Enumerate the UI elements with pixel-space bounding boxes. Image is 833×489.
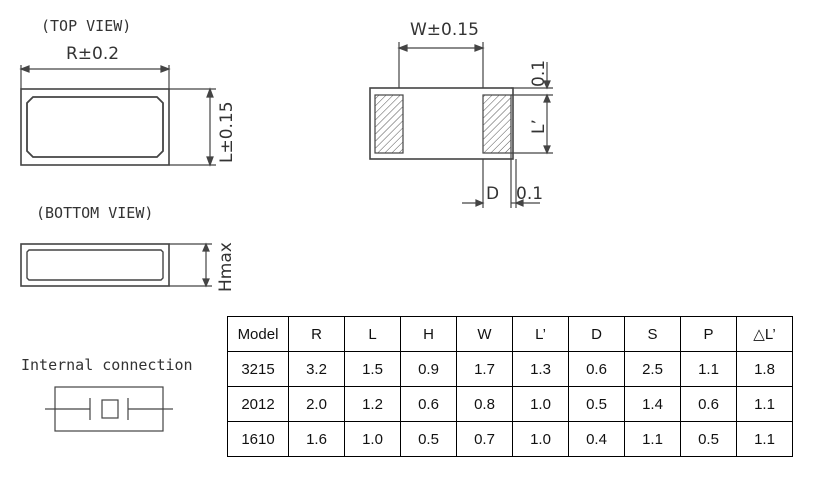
table-cell: 1.3 bbox=[512, 351, 569, 387]
table-cell: 1.6 bbox=[288, 421, 345, 457]
table-header-cell: L’ bbox=[512, 316, 569, 352]
table-row: 2012 2.0 1.2 0.6 0.8 1.0 0.5 1.4 0.6 1.1 bbox=[227, 386, 793, 422]
dim-l-arrow bbox=[169, 87, 216, 167]
table-header-cell: P bbox=[680, 316, 737, 352]
dim-d-label: D bbox=[486, 184, 500, 204]
table-row: 1610 1.6 1.0 0.5 0.7 1.0 0.4 1.1 0.5 1.1 bbox=[227, 421, 793, 457]
dim-r-label: R±0.2 bbox=[66, 44, 120, 64]
table-cell: 1.8 bbox=[736, 351, 793, 387]
table-cell: 2.5 bbox=[624, 351, 681, 387]
table-header-cell: L bbox=[344, 316, 401, 352]
top-view-label: (TOP VIEW) bbox=[41, 17, 132, 35]
dim-w-label: W±0.15 bbox=[410, 20, 479, 40]
table-cell: 1.2 bbox=[344, 386, 401, 422]
table-cell: 1.5 bbox=[344, 351, 401, 387]
table-cell: 0.9 bbox=[400, 351, 457, 387]
dim-r-arrow bbox=[19, 65, 171, 89]
dim-w-arrow bbox=[397, 42, 485, 88]
crystal-symbol bbox=[45, 386, 173, 432]
bottom-view-label: (BOTTOM VIEW) bbox=[36, 204, 154, 222]
spec-table: Model R L H W L’ D S P △L’ 3215 3.2 1.5 … bbox=[227, 316, 793, 457]
table-cell: 1.4 bbox=[624, 386, 681, 422]
table-cell: 0.6 bbox=[568, 351, 625, 387]
table-cell: 0.5 bbox=[568, 386, 625, 422]
table-header-cell: R bbox=[288, 316, 345, 352]
table-cell: 0.5 bbox=[680, 421, 737, 457]
table-header-cell: Model bbox=[227, 316, 289, 352]
dim-d-arrow bbox=[462, 153, 540, 208]
table-header-row: Model R L H W L’ D S P △L’ bbox=[227, 316, 793, 352]
pad-view-package bbox=[369, 87, 514, 160]
table-cell: 0.5 bbox=[400, 421, 457, 457]
table-header-cell: S bbox=[624, 316, 681, 352]
table-cell: 1.1 bbox=[736, 386, 793, 422]
table-header-cell: H bbox=[400, 316, 457, 352]
table-cell: 0.7 bbox=[456, 421, 513, 457]
dim-lprime-arrow bbox=[511, 62, 553, 155]
table-cell: 1.0 bbox=[344, 421, 401, 457]
table-cell: 0.8 bbox=[456, 386, 513, 422]
table-cell: 1610 bbox=[227, 421, 289, 457]
table-cell: 2.0 bbox=[288, 386, 345, 422]
dim-gap-bottom-label: 0.1 bbox=[516, 184, 544, 204]
top-view-package bbox=[20, 88, 170, 166]
table-cell: 0.6 bbox=[680, 386, 737, 422]
internal-connection-label: Internal connection bbox=[21, 356, 193, 374]
table-cell: 1.1 bbox=[736, 421, 793, 457]
table-cell: 1.0 bbox=[512, 386, 569, 422]
table-cell: 0.6 bbox=[400, 386, 457, 422]
bottom-view-package bbox=[20, 243, 170, 287]
dim-h-arrow bbox=[169, 242, 212, 288]
table-cell: 3215 bbox=[227, 351, 289, 387]
table-cell: 3.2 bbox=[288, 351, 345, 387]
table-cell: 1.7 bbox=[456, 351, 513, 387]
table-cell: 1.1 bbox=[624, 421, 681, 457]
table-row: 3215 3.2 1.5 0.9 1.7 1.3 0.6 2.5 1.1 1.8 bbox=[227, 351, 793, 387]
table-cell: 1.1 bbox=[680, 351, 737, 387]
table-cell: 2012 bbox=[227, 386, 289, 422]
table-cell: 0.4 bbox=[568, 421, 625, 457]
table-header-cell: W bbox=[456, 316, 513, 352]
table-cell: 1.0 bbox=[512, 421, 569, 457]
table-header-cell: D bbox=[568, 316, 625, 352]
table-header-cell: △L’ bbox=[736, 316, 793, 352]
